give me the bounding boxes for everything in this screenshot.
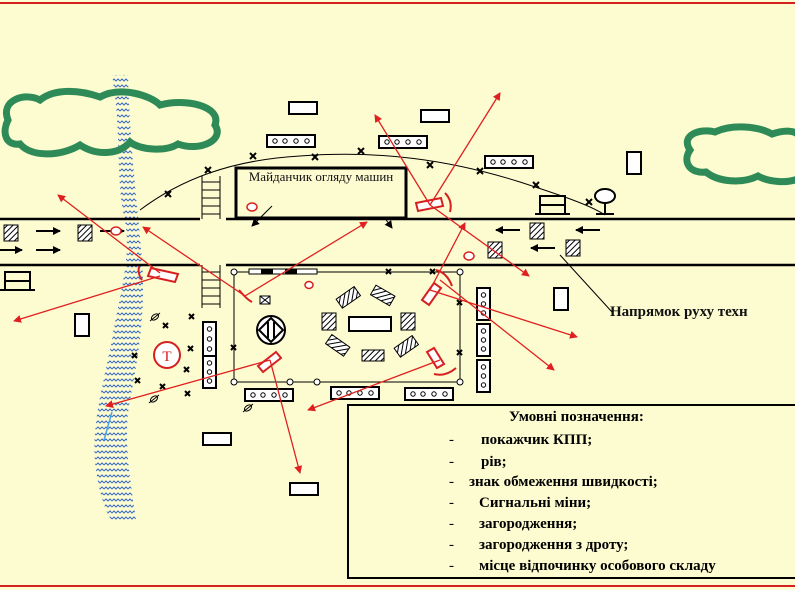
legend-item-checkpoint: покажчик КПП; xyxy=(481,432,593,448)
signal-mines xyxy=(148,312,254,413)
firing-directions xyxy=(13,92,578,474)
wire-barrier-crosses xyxy=(164,147,593,206)
town-circle xyxy=(153,341,181,369)
legend-item-speed-limit: знак обмеження швидкості; xyxy=(469,474,658,490)
legend-title: Умовні позначення: xyxy=(509,409,644,425)
tree-left xyxy=(1,87,221,158)
legend-dash: - xyxy=(449,432,454,448)
legend-item-trench: рів; xyxy=(481,454,507,470)
direction-label: Напрямок руху техн xyxy=(610,304,748,320)
barrier-bar xyxy=(248,268,318,275)
legend-dash: - xyxy=(449,454,454,470)
rest-area-icon xyxy=(259,295,271,305)
river-flow-arrow xyxy=(103,411,113,441)
inner-obstacles xyxy=(321,284,420,362)
inspection-area-box xyxy=(234,166,408,220)
inspection-area-label: Майданчик огляду машин xyxy=(248,169,394,184)
perimeter-posts xyxy=(230,268,464,386)
red-fire-arcs xyxy=(137,192,457,376)
legend-item-rest-area: місце відпочинку особового складу xyxy=(479,558,716,574)
diamond-sign-icon xyxy=(256,315,286,345)
inspection-pit xyxy=(348,316,392,332)
river xyxy=(94,75,144,520)
label-pointers xyxy=(251,205,393,229)
legend-dash: - xyxy=(449,474,454,490)
legend-item-barrier: загородження; xyxy=(479,516,578,532)
road-direction-arrows xyxy=(0,226,600,254)
inspection-perimeter xyxy=(233,271,461,383)
legend-dash: - xyxy=(449,495,454,511)
posts xyxy=(202,134,534,402)
tree-right xyxy=(683,123,795,186)
town-marker: Т xyxy=(162,349,171,365)
trench xyxy=(201,176,221,308)
wire-barrier-arc xyxy=(139,153,606,216)
legend: Умовні позначення: - покажчик КПП; - рів… xyxy=(347,404,795,579)
checkpoint-pointers xyxy=(74,101,642,496)
legend-dash: - xyxy=(449,516,454,532)
legend-item-signal-mines: Сигнальні міни; xyxy=(479,495,592,511)
speed-limit-sign-icon xyxy=(594,188,616,215)
minefield-crosses xyxy=(131,313,195,397)
legend-dash: - xyxy=(449,558,454,574)
legend-item-wire-barrier: загородження з дроту; xyxy=(479,537,629,553)
direction-pointer xyxy=(559,254,613,313)
road-gates xyxy=(0,195,570,291)
legend-dash: - xyxy=(449,537,454,553)
road-vehicles xyxy=(3,222,581,259)
red-markers xyxy=(110,202,475,290)
